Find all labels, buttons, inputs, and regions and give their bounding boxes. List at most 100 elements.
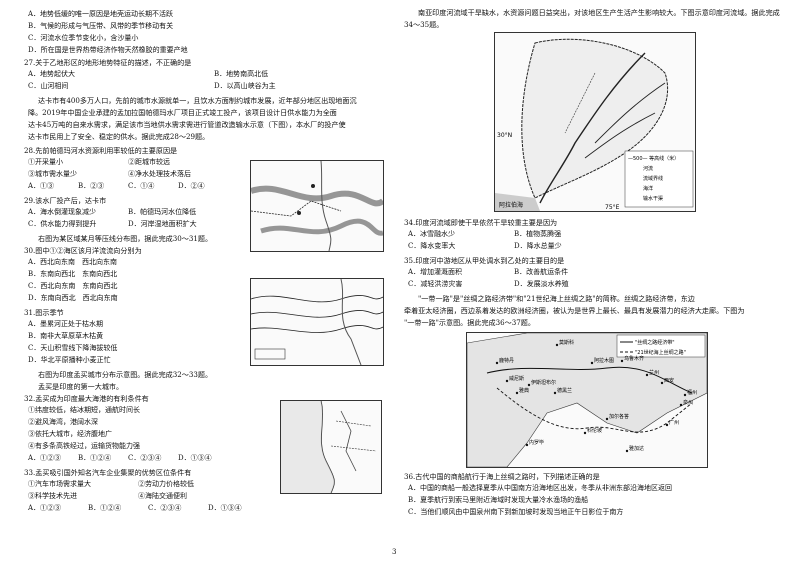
city-label: 科伦坡 <box>587 427 602 434</box>
belt-road-map: "丝绸之路经济带" "21世纪海上丝绸之路" 莫斯科鹿特丹威尼斯阿拉木图乌鲁木齐… <box>466 332 708 468</box>
q33-option-a: A．①②③ <box>28 504 62 512</box>
q36-option-b: B．夏季航行到索马里附近海域时发现大量冷水渔场的渔船 <box>408 496 589 504</box>
belt-road-svg: "丝绸之路经济带" "21世纪海上丝绸之路" 莫斯科鹿特丹威尼斯阿拉木图乌鲁木齐… <box>466 332 708 468</box>
q27-option-b: B．地势南高北低 <box>214 70 269 78</box>
map1-lon-label: 75°E <box>605 204 620 211</box>
padma-river-map <box>250 160 385 252</box>
q33-item-1: ①汽车市场需求量大 <box>28 480 91 488</box>
q35-option-c: C．减轻洪涝灾害 <box>408 280 463 288</box>
q28-option-c: C．①④ <box>128 182 155 190</box>
q36-option-c: C．当他们顺风由中国泉州南下到新加坡时发现当地正午日影位于南方 <box>408 508 624 516</box>
q30-option-b: B．东南向西北 东南向西北 <box>28 270 118 278</box>
q32-item-4: ④有多条高铁经过，运输货物能力强 <box>28 442 140 450</box>
intro-34-line2: 34～35题。 <box>404 20 444 29</box>
intro-36-line2: 牵着亚太经济圈，西边系着发达的欧洲经济圈，被认为是世界上最长、最具有发展潜力的经… <box>404 306 745 315</box>
city-label: 雅加达 <box>629 445 644 452</box>
q35-option-b: B．改善航运条件 <box>514 268 569 276</box>
svg-text:—500— 等高线（米）: —500— 等高线（米） <box>628 155 679 162</box>
city-label: 西安 <box>664 377 674 384</box>
q32-option-a: A．①②③ <box>28 454 62 462</box>
silk-road-belt-line <box>486 366 693 394</box>
intro-34-line1: 南亚印度河流域干旱缺水，水资源问题日益突出，对该地区生产生活产生影响较大。下图示… <box>418 8 780 17</box>
city-dot <box>660 381 664 385</box>
intro-32b: 孟买是印度的第一大城市。 <box>38 382 124 391</box>
city-label: 乌鲁木齐 <box>624 355 644 362</box>
indus-svg: 阿拉伯海 30°N 75°E —500— 等高线（米） 河流 流域界线 海洋 输… <box>495 38 694 211</box>
city-label: 莫斯科 <box>559 339 574 346</box>
q32-option-d: D．①③④ <box>178 454 212 462</box>
city-dot <box>583 431 587 435</box>
q34-option-d: D．降水总量少 <box>514 242 562 250</box>
svg-text:海洋: 海洋 <box>643 185 653 192</box>
mumbai-svg <box>281 400 377 494</box>
svg-text:"21世纪海上丝绸之路": "21世纪海上丝绸之路" <box>635 349 686 356</box>
q28-option-b: B．②③ <box>78 182 105 190</box>
intro-30: 右图为某区域某月等压线分布图，据此完成30～31题。 <box>38 234 213 243</box>
q34-stem: 34.印度河流域即使干旱依然干旱较重主要是因为 <box>404 218 558 227</box>
q31-option-b: B．南非大草原草木枯黄 <box>28 332 104 340</box>
q27-stem: 27.关于乙地形区的地形地势特征的描述，不正确的是 <box>24 58 192 67</box>
q33-option-c: C．②③④ <box>148 504 182 512</box>
city-dot <box>525 443 529 447</box>
map1-legend: —500— 等高线（米） 河流 流域界线 海洋 输水干渠 <box>624 150 694 208</box>
q26-option-a: A．地势低缓的唯一原因是地壳运动长期不活跃 <box>28 10 174 18</box>
q30-option-a: A．西北向东南 西北向东南 <box>28 258 118 266</box>
city-dot <box>555 343 559 347</box>
intro-28-line2: 降。2019年中国企业承建的孟加拉国帕德玛水厂项目正式竣工投产，该项目设计日供水… <box>28 108 337 117</box>
city-label: 内罗毕 <box>529 439 544 446</box>
city-dot <box>527 383 531 387</box>
q30-option-c: C．西北向东南 东南向西北 <box>28 282 118 290</box>
city-label: 广州 <box>669 419 679 426</box>
q30-stem: 30.图中①②海区该月洋流流向分别为 <box>24 246 142 255</box>
q32-item-1: ①纬度较低，结冰期短，通航时间长 <box>28 406 140 414</box>
q31-stem: 31.图示季节 <box>24 308 64 317</box>
svg-text:河流: 河流 <box>643 165 653 172</box>
q31-option-a: A．墨累河正处于枯水期 <box>28 320 104 328</box>
q34-option-b: B．植物蒸腾强 <box>514 230 562 238</box>
q32-option-c: C．②③④ <box>128 454 162 462</box>
city-dot <box>620 359 624 363</box>
city-dot <box>505 379 509 383</box>
intro-28-line4: 达卡市民用上了安全、稳定的供水。据此完成28～29题。 <box>28 132 210 141</box>
city-dot <box>665 423 669 427</box>
q29-option-b: B．帕德玛河水位降低 <box>128 208 197 216</box>
river-map-svg <box>250 160 385 252</box>
map1-sea-label: 阿拉伯海 <box>499 201 523 209</box>
q34-option-a: A．冰雪融水少 <box>408 230 456 238</box>
q26-option-b: B．气候的形成与气压带、风带的季节移动有关 <box>28 22 174 30</box>
q29-stem: 29.该水厂投产后，达卡市 <box>24 196 107 205</box>
q28-item-2: ②距城市较远 <box>128 158 170 166</box>
q36-option-a: A．中国的商船一般选择夏季从中国南方沿海地区出发，冬季从非洲东部沿海地区返回 <box>408 484 673 492</box>
svg-text:流域界线: 流域界线 <box>643 175 663 182</box>
svg-text:输水干渠: 输水干渠 <box>643 195 663 202</box>
q33-option-d: D．①③④ <box>208 504 242 512</box>
indus-basin-map: 阿拉伯海 30°N 75°E —500— 等高线（米） 河流 流域界线 海洋 输… <box>494 32 696 212</box>
intro-36-line1: "一带一路"是"丝绸之路经济带"和"21世纪海上丝绸之路"的简称。丝绸之路经济带… <box>418 294 695 303</box>
q28-item-1: ①开采量小 <box>28 158 63 166</box>
city-label: 加尔各答 <box>609 413 629 420</box>
q26-option-c: C．河流水位季节变化小，含沙量小 <box>28 34 139 42</box>
q29-option-d: D．河岸湿地面积扩大 <box>128 220 197 228</box>
q28-item-3: ③城市需水量少 <box>28 170 77 178</box>
q34-option-c: C．降水变率大 <box>408 242 456 250</box>
city-dot <box>683 393 687 397</box>
city-label: 鹿特丹 <box>499 357 514 364</box>
q35-option-d: D．发展淡水养殖 <box>514 280 569 288</box>
city-dot <box>679 403 683 407</box>
q33-item-2: ②劳动力价格较低 <box>138 480 194 488</box>
page-number: 3 <box>392 548 397 556</box>
q29-option-c: C．供水能力得到提升 <box>28 220 97 228</box>
q33-option-b: B．①②④ <box>88 504 122 512</box>
q27-option-a: A．地势起伏大 <box>28 70 76 78</box>
city-label: 伊斯坦布尔 <box>531 379 556 386</box>
city-label: 福州 <box>687 389 697 396</box>
city-label: 雅典 <box>519 387 529 394</box>
intro-32: 右图为印度孟买城市分布示意图。据此完成32～33题。 <box>38 370 213 379</box>
q28-option-d: D．②④ <box>178 182 205 190</box>
q29-option-a: A．海水倒灌现象减少 <box>28 208 97 216</box>
intro-28-line3: 达卡45万吨的自来水需求，满足该市当地供水需求需进行管道改造输水示意（下图），本… <box>28 120 346 129</box>
q32-stem: 32.孟买成为印度最大海港的有利条件有 <box>24 394 149 403</box>
mumbai-map <box>280 400 382 494</box>
intro-36-line3: "一带一路"示意图。据此完成36～37题。 <box>404 318 535 327</box>
q33-stem: 33.孟买吸引国外知名汽车企业集聚的优势区位条件有 <box>24 468 192 477</box>
